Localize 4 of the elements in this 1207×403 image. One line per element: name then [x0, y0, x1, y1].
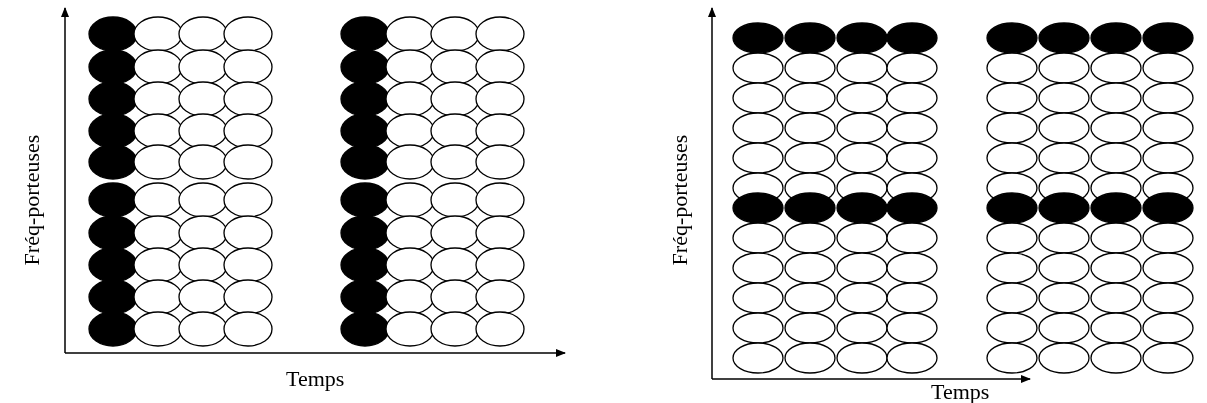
axis-label: Temps — [931, 381, 990, 403]
axis-label: Temps — [286, 368, 345, 390]
axis-label: Fréq-porteuses — [668, 134, 691, 266]
axis-label: Fréq-porteuses — [20, 134, 43, 266]
